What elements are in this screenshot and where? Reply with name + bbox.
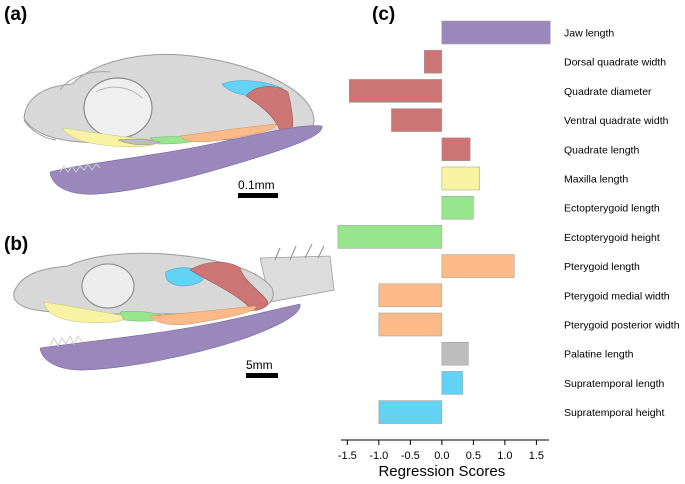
category-label: Palatine length	[564, 349, 634, 361]
x-tick-label: 0.5	[466, 450, 481, 462]
bar-jaw-length	[441, 20, 551, 45]
bar-supratemporal-height	[378, 400, 443, 424]
bars-layer	[337, 20, 551, 424]
x-axis-title: Regression Scores	[378, 463, 505, 480]
bar-pterygoid-length	[441, 254, 515, 278]
bar-dorsal-quadrate-width	[423, 49, 443, 74]
x-tick-label: -1.5	[338, 450, 357, 462]
category-label: Ectopterygoid height	[564, 232, 660, 244]
scale-bar-a	[238, 193, 278, 198]
scale-bar-b	[246, 373, 278, 378]
category-label: Ventral quadrate width	[564, 115, 669, 127]
bar-pterygoid-posterior-width	[378, 312, 443, 337]
bar-ectopterygoid-height	[337, 225, 443, 249]
bar-maxilla-length	[441, 166, 480, 191]
x-ticks: -1.5 -1.0 -0.5 0.0 0.5 1.0 1.5	[338, 440, 544, 462]
category-label: Pterygoid length	[564, 261, 640, 273]
x-tick-label: -0.5	[401, 450, 420, 462]
bar-ventral-quadrate-width	[391, 108, 443, 132]
x-tick-label: -1.0	[369, 450, 388, 462]
category-label: Pterygoid posterior width	[564, 320, 680, 332]
category-label: Quadrate length	[564, 144, 639, 156]
category-label: Ectopterygoid length	[564, 203, 660, 215]
category-label: Supratemporal height	[564, 407, 664, 419]
x-tick-label: 0.0	[434, 450, 449, 462]
bar-supratemporal-length	[441, 371, 463, 395]
panel-a-label: (a)	[4, 4, 28, 25]
panel-b-label: (b)	[4, 234, 29, 255]
category-label: Dorsal quadrate width	[564, 57, 666, 69]
bar-pterygoid-medial-width	[378, 283, 443, 308]
skull-illustration-b	[13, 243, 335, 371]
x-tick-label: 1.5	[529, 450, 544, 462]
category-label: Maxilla length	[564, 174, 628, 186]
category-label: Pterygoid medial width	[564, 290, 670, 302]
category-label: Jaw length	[564, 28, 614, 40]
category-label: Quadrate diameter	[564, 86, 652, 98]
scale-label-b: 5mm	[246, 358, 273, 372]
panel-c-label: (c)	[372, 4, 396, 25]
x-tick-label: 1.0	[497, 450, 512, 462]
scale-label-a: 0.1mm	[238, 178, 275, 192]
bar-quadrate-length	[441, 137, 471, 162]
skull-illustration-a	[23, 53, 323, 195]
bar-ectopterygoid-length	[441, 195, 474, 220]
category-label: Supratemporal length	[564, 378, 665, 390]
bar-palatine-length	[441, 341, 469, 366]
bar-quadrate-diameter	[348, 79, 443, 103]
